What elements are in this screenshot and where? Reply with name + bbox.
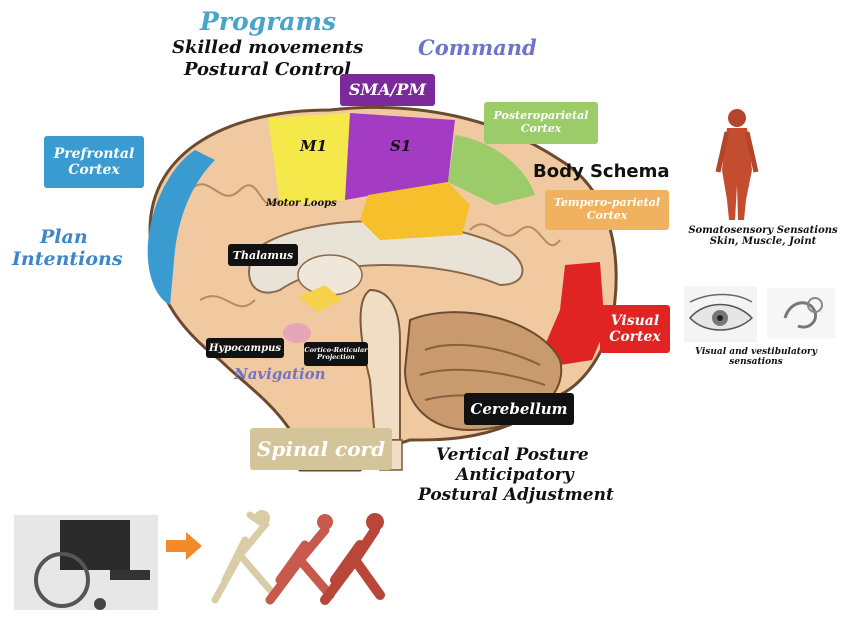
prefrontal-line-1: Prefrontal	[53, 145, 135, 162]
posteroparietal-cortex-box: Posteroparietal Cortex	[484, 102, 598, 144]
hippocampus-region	[283, 323, 311, 343]
spinal-cord-box: Spinal cord	[250, 428, 392, 470]
prefrontal-region	[147, 150, 215, 305]
cortico-reticular-box: Cortico-Reticular Projection	[304, 342, 368, 366]
human-body-figure	[715, 109, 759, 220]
skilled-movements-label: Skilled movements	[172, 37, 364, 58]
m1-region	[268, 113, 350, 205]
somatosensory-line-1: Somatosensory Sensations	[688, 225, 838, 236]
posteroparietal-line-2: Cortex	[520, 122, 562, 135]
hypothalamus-region	[298, 285, 342, 312]
visual-vestibulary-line-2: sensations	[729, 356, 783, 367]
thalamus-box: Thalamus	[228, 244, 298, 266]
command-label: Command	[418, 35, 537, 60]
posteroparietal-line-1: Posteroparietal	[493, 109, 589, 123]
postural-control-label: Postural Control	[184, 59, 351, 80]
visual-vestibulary-line-1: Visual and vestibulatory	[695, 347, 817, 357]
body-schema-label: Body Schema	[533, 161, 670, 182]
wheelchair-image	[14, 515, 158, 610]
somatosensory-line-2: Skin, Muscle, Joint	[709, 236, 817, 247]
posteroparietal-region	[448, 135, 535, 205]
plan-label: Plan	[40, 226, 88, 248]
vertical-posture-label: Vertical Posture	[436, 445, 589, 465]
arrow-icon	[166, 532, 202, 560]
thalamus-region	[297, 254, 363, 296]
s1-region	[345, 113, 455, 200]
temporo-parietal-cortex-box: Tempero-parietal Cortex	[545, 190, 669, 230]
somatosensory-label: Somatosensory Sensations Skin, Muscle, J…	[684, 225, 842, 247]
m1-label: M1	[300, 137, 328, 155]
prefrontal-line-2: Cortex	[68, 162, 120, 178]
inner-ear-image	[767, 288, 835, 338]
postural-adjustment-label: Postural Adjustment	[418, 485, 614, 505]
gyri-line	[189, 183, 281, 206]
visual-vestibulary-label: Visual and vestibulatory sensations	[686, 347, 826, 368]
prefrontal-cortex-box: Prefrontal Cortex	[44, 136, 144, 188]
anticipatory-label: Anticipatory	[456, 465, 574, 485]
programs-label: Programs	[200, 7, 337, 36]
cortico-reticular-line-1: Cortico-Reticular	[304, 345, 368, 354]
visual-cortex-line-2: Cortex	[609, 329, 661, 345]
intentions-label: Intentions	[12, 248, 123, 270]
visual-region	[545, 262, 605, 365]
cortico-reticular-line-2: Projection	[317, 353, 355, 361]
running-figures-image	[211, 510, 385, 605]
visual-cortex-line-1: Visual	[610, 312, 660, 329]
eye-image	[684, 286, 757, 342]
cerebellum-box: Cerebellum	[464, 393, 574, 425]
gyri-line	[469, 223, 561, 247]
hypocampus-box: Hypocampus	[206, 338, 284, 358]
gyri-line	[199, 295, 256, 308]
navigation-label: Navigation	[234, 365, 326, 383]
temporo-parietal-line-1: Tempero-parietal	[553, 196, 661, 210]
visual-cortex-box: Visual Cortex	[600, 305, 670, 353]
sma-pm-box: SMA/PM	[340, 74, 435, 106]
s1-label: S1	[390, 137, 412, 155]
temporo-parietal-line-2: Cortex	[586, 209, 628, 222]
temporo-parietal-region	[360, 182, 470, 240]
motor-loops-label: Motor Loops	[266, 198, 337, 209]
